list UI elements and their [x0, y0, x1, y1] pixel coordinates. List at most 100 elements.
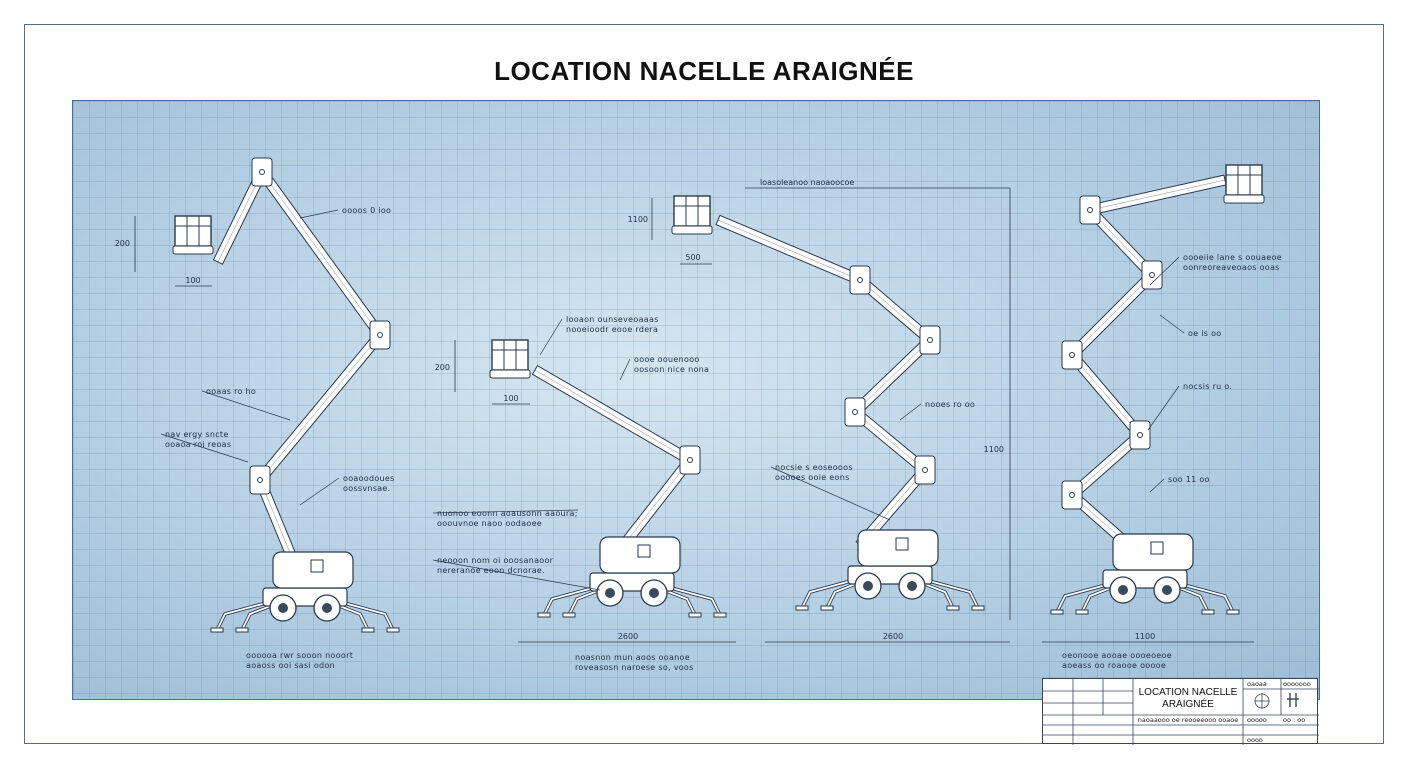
lift-4-boom-joint: [1141, 260, 1163, 290]
lift-2-label-leader: [432, 559, 601, 591]
lift-4-base-dim: 1100: [1135, 632, 1155, 641]
lift-1-label: oooos 0 ioo: [342, 206, 391, 215]
lift-4-chassis-outrigger-fill: [1056, 581, 1118, 613]
lift-2-label: looaon ounseveoaaas: [566, 315, 659, 324]
lift-4-label-leader: [1149, 256, 1180, 286]
lift-3-label: nooes ro oo: [925, 400, 975, 409]
lift-1-boom-joint: [249, 465, 271, 495]
lift-3-boom-joint: [844, 397, 866, 427]
title-block-title-line2: ARAIGNÉE: [1162, 697, 1214, 710]
lift-1-basket-floor: [172, 245, 214, 255]
lift-4-chassis-wheel-hub: [1162, 585, 1172, 595]
lift-4-label: oooeiie lane s oouaeoe: [1183, 253, 1282, 262]
lift-1-chassis-outrigger-pad: [235, 627, 249, 633]
lift-3-label-leader: [770, 466, 891, 521]
lift-4-boom-pin: [1069, 492, 1075, 498]
lift-4-basket-floor: [1223, 194, 1265, 204]
lift-1-label-leader: [299, 209, 339, 219]
lift-3-boom-pin: [857, 277, 863, 283]
lift-4-label-leader: [1147, 385, 1180, 431]
lift-1-label: oossvnsae.: [343, 484, 390, 493]
lift-2-chassis-outrigger-pad: [537, 612, 551, 618]
lift-3-chassis-wheel-hub: [907, 581, 917, 591]
lift-4-chassis-engine-cover: [1112, 533, 1194, 571]
lift-1-chassis-wheel-hub: [322, 603, 332, 613]
lift-4-label: soo 11 oo: [1168, 475, 1210, 484]
lift-4-note: aoeass oo roaooe ooooe: [1062, 661, 1166, 670]
lift-1-label: ooaas ro ho: [206, 387, 256, 396]
lift-3-basket: [673, 195, 711, 227]
lift-2-chassis-outrigger-fill: [543, 584, 605, 616]
lift-2-note: roveasosn naroese so, voos: [575, 663, 694, 672]
lift-4-boom-pin: [1137, 432, 1143, 438]
lift-3-chassis-outrigger-pad: [971, 605, 985, 611]
lift-2-base-dim: 2600: [618, 632, 638, 641]
lift-1-boom-joint: [251, 157, 273, 187]
lift-1-note: aoaoss ooi sasi odon: [246, 661, 335, 670]
lift-1-label-leader: [201, 390, 291, 421]
lift-1-label: nav ergy sncte: [165, 430, 229, 439]
lift-1-boom-centerline: [261, 171, 381, 336]
title-block-sheet: ooooo: [1247, 716, 1267, 724]
lift-4-boom-joint: [1079, 195, 1101, 225]
lift-4-boom-pin: [1087, 207, 1093, 213]
lift-1-chassis-outrigger-fill: [216, 599, 278, 631]
lift-4-label-leader: [1159, 314, 1185, 334]
lift-4-chassis-outrigger-pad: [1226, 609, 1240, 615]
lift-2-label-leader: [619, 358, 631, 381]
lift-2-height-dim: 200: [435, 363, 450, 372]
lift-3-label: nocsie s eoseooos: [775, 463, 853, 472]
lift-3-boom-pin: [922, 467, 928, 473]
lift-3-boom-joint: [849, 265, 871, 295]
lift-2-chassis-outrigger-pad: [562, 612, 576, 618]
lift-2-label: nuonoo eoonn aoausonn aaoura;: [437, 509, 578, 518]
lift-2-basket: [491, 339, 529, 371]
lift-4-chassis-panel: [1150, 541, 1164, 555]
lift-2-label: nooeioodr eooe rdera: [566, 325, 658, 334]
lift-3-top-dim: loasoleanoo naoaoocoe: [760, 178, 854, 187]
lift-2-chassis-wheel-hub: [649, 588, 659, 598]
lift-3-boom-centerline: [717, 219, 861, 281]
lift-3-chassis-outrigger-pad: [820, 605, 834, 611]
lift-3-width-dim: 500: [685, 253, 700, 262]
lift-3-boom-centerline: [859, 279, 931, 341]
lift-3-boom-joint: [919, 325, 941, 355]
lift-4-boom-joint: [1129, 420, 1151, 450]
lift-4-boom-pin: [1069, 352, 1075, 358]
lift-2-chassis-wheel-hub: [605, 588, 615, 598]
lift-1-note: oooooa rwr sooon nooort: [246, 651, 353, 660]
lift-4-basket: [1225, 164, 1263, 196]
lift-1-boom-pin: [257, 477, 263, 483]
title-block-row-label: oooo: [1247, 736, 1263, 744]
lift-2-chassis-outrigger-fill: [659, 584, 721, 616]
lift-1-label-leader: [299, 477, 340, 506]
lift-4-boom-joint: [1061, 340, 1083, 370]
lift-3-label-leader: [899, 403, 922, 421]
lift-1-chassis-engine-cover: [272, 551, 354, 589]
lift-4-label: nocsis ru o.: [1183, 382, 1232, 391]
lift-3-boom-joint: [914, 455, 936, 485]
lift-3-overall-height-dim: 1100: [984, 445, 1004, 454]
lift-3-boom-pin: [927, 337, 933, 343]
lift-3-chassis-outrigger-pad: [795, 605, 809, 611]
lift-4-chassis-outrigger-fill: [1172, 581, 1234, 613]
lift-2-label: oooe oouenooo: [634, 355, 700, 364]
lift-2-chassis-outrigger-pad: [713, 612, 727, 618]
lift-1-boom-joint: [369, 320, 391, 350]
lift-1-chassis-outrigger-pad: [210, 627, 224, 633]
lift-1-label: ooaoa roi reoas: [165, 440, 231, 449]
lift-1-boom-centerline: [259, 334, 381, 481]
lift-3-chassis-outrigger-fill: [801, 577, 863, 609]
lift-4-boom-centerline: [1071, 434, 1141, 496]
title-block-scale: oo : oo: [1283, 716, 1305, 724]
page-title: LOCATION NACELLE ARAIGNÉE: [494, 56, 914, 86]
lift-2-chassis-engine-cover: [599, 536, 681, 574]
lift-1-boom-pin: [259, 169, 265, 175]
lift-4-label: oonreoreaveoaos ooas: [1183, 263, 1280, 272]
lift-1-label: ooaoodoues: [343, 474, 395, 483]
lift-1-chassis-outrigger-pad: [361, 627, 375, 633]
lift-4-boom-centerline: [1089, 179, 1226, 211]
lift-2-label-leader: [432, 509, 579, 514]
lift-2-label: nereranoe eoon dcnorae.: [437, 566, 545, 575]
lift-4-chassis-outrigger-pad: [1075, 609, 1089, 615]
